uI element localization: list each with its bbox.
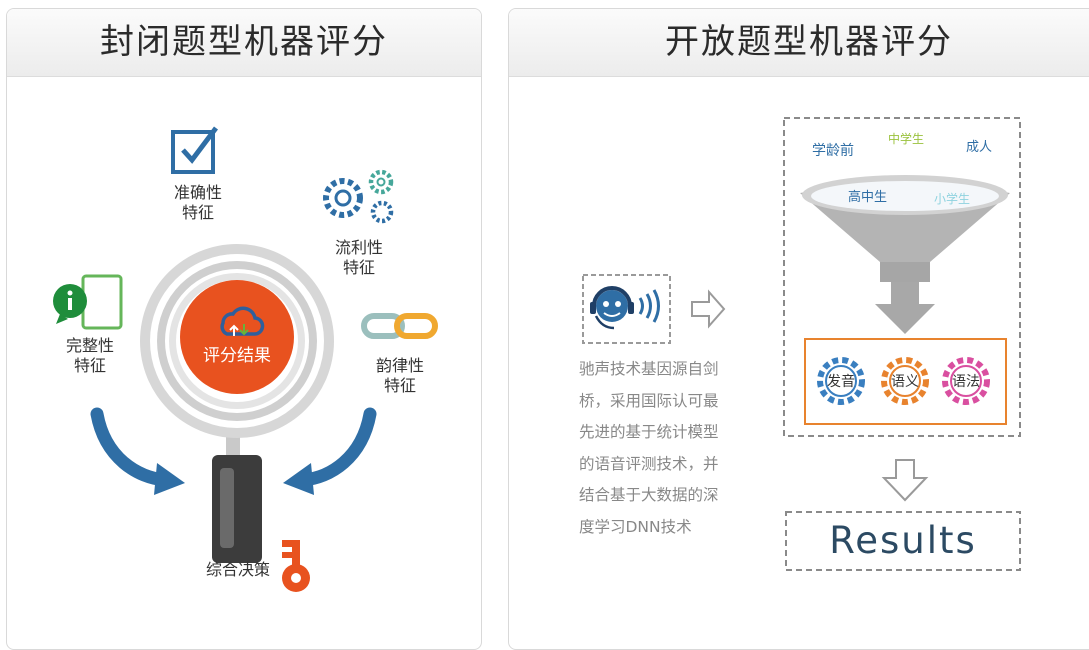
- semantics-gear-icon: [881, 357, 929, 405]
- technology-description: 驰声技术基因源自剑 桥，采用国际认可最 先进的基于统计模型 的语音评测技术，并 …: [579, 360, 719, 536]
- cloud-upload-icon: [220, 306, 265, 336]
- grammar-gear-icon: [942, 357, 990, 405]
- closed-scoring-diagram: [53, 126, 438, 592]
- pronunciation-gear-icon: [817, 357, 865, 405]
- funnel-word-preschool: 学龄前: [812, 143, 854, 159]
- results-box: [785, 511, 1021, 571]
- score-result-label: 评分结果: [203, 346, 271, 366]
- open-question-panel: 开放题型机器评分: [508, 8, 1089, 650]
- funnel-icon: [800, 175, 1010, 282]
- info-device-icon: [53, 274, 123, 330]
- process-box: [783, 117, 1021, 437]
- funnel-word-adult: 成人: [966, 140, 993, 155]
- score-result-circle: [180, 280, 294, 394]
- gears-icon: [323, 169, 394, 224]
- accuracy-feature-label: 准确性特征: [173, 183, 222, 222]
- right-curved-arrow: [283, 407, 377, 495]
- rhythm-feature-label: 韵律性特征: [375, 356, 424, 395]
- funnel-word-middle: 中学生: [888, 132, 925, 146]
- open-scoring-diagram: [582, 117, 1021, 571]
- funnel-word-primary: 小学生: [934, 192, 971, 206]
- funnel-word-high: 高中生: [848, 190, 888, 205]
- headset-box: [582, 274, 671, 344]
- key-icon: [282, 540, 310, 592]
- right-arrow: [691, 289, 726, 329]
- fluency-feature-label: 流利性特征: [334, 238, 383, 277]
- open-question-title: 开放题型机器评分: [509, 9, 1089, 77]
- left-curved-arrow: [90, 407, 185, 495]
- chain-link-icon: [361, 313, 438, 339]
- headset-speaker-icon: [590, 286, 660, 330]
- checkbox-check-icon: [171, 126, 218, 174]
- pronunciation-label: 发音: [827, 374, 855, 390]
- closed-question-title: 封闭题型机器评分: [7, 9, 481, 77]
- funnel-down-arrow: [875, 282, 935, 334]
- grammar-label: 语法: [952, 374, 980, 390]
- results-label: Results: [829, 519, 977, 562]
- down-arrow: [881, 459, 929, 502]
- completeness-feature-label: 完整性特征: [65, 336, 114, 375]
- semantics-label: 语义: [891, 374, 919, 390]
- decision-label: 综合决策: [205, 560, 270, 579]
